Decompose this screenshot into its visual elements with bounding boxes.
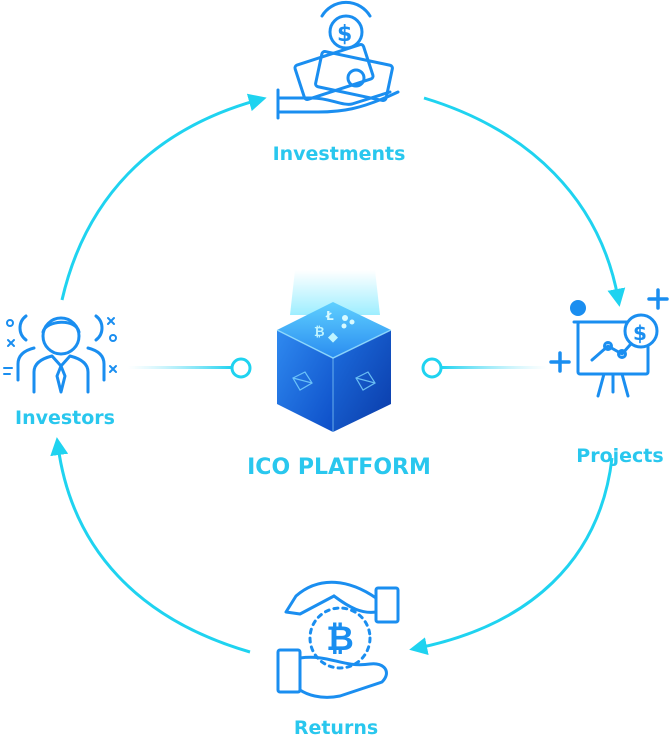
svg-text:$: $ <box>633 321 647 345</box>
hand-money-icon: $ <box>276 0 400 120</box>
label-ico-platform: ICO PLATFORM <box>247 455 431 480</box>
connector-right-line <box>441 366 547 369</box>
label-investors: Investors <box>15 407 115 429</box>
connector-left-line <box>128 366 232 369</box>
connector-left-node <box>230 357 252 379</box>
svg-text:$: $ <box>337 22 352 47</box>
arrow-projects-to-returns <box>409 457 614 656</box>
arrow-returns-to-investors <box>50 437 251 654</box>
label-projects: Projects <box>576 445 663 467</box>
sparkle-decorations <box>3 317 117 375</box>
arrow-investors-to-investments <box>60 93 267 301</box>
label-investments: Investments <box>273 143 406 165</box>
svg-text:₿: ₿ <box>314 325 325 340</box>
svg-text:Ł: Ł <box>325 309 334 323</box>
arrow-investments-to-projects <box>423 96 626 307</box>
bitcoin-symbol: ₿ <box>326 619 354 659</box>
label-returns: Returns <box>294 717 378 739</box>
people-group-icon <box>16 314 106 394</box>
presentation-chart-icon: $ <box>549 288 669 398</box>
crypto-cube-icon: ₿ ◆ Ł <box>276 270 392 432</box>
svg-text:◆: ◆ <box>328 330 338 345</box>
connector-right-node <box>421 357 443 379</box>
hands-bitcoin-icon <box>276 580 400 699</box>
